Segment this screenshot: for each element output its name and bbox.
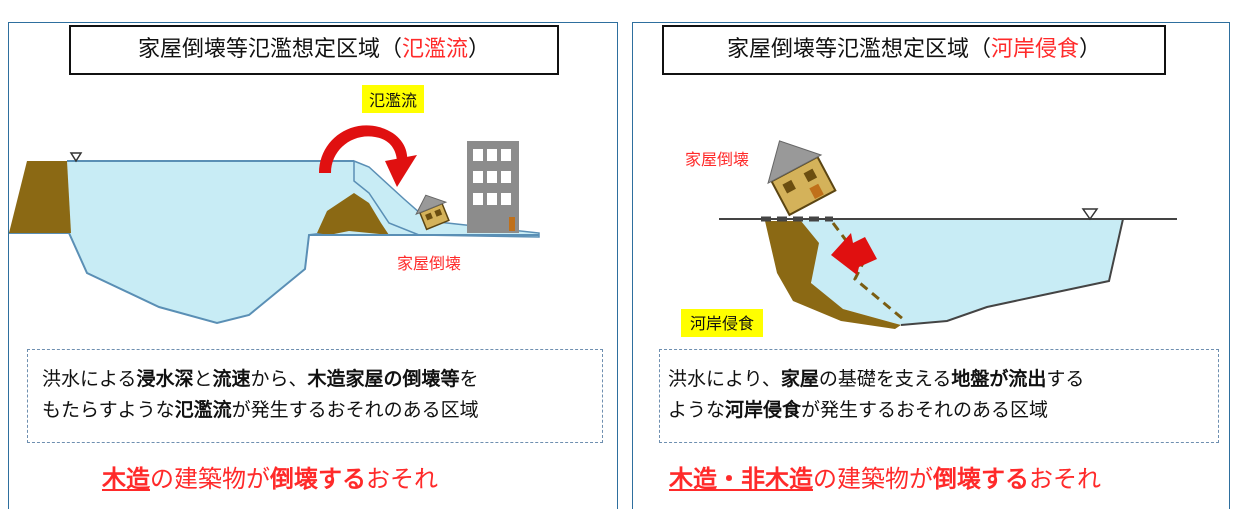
house-icon: [415, 194, 450, 231]
callout-text: する: [1046, 368, 1085, 390]
callout-emphasis: 流速: [212, 368, 251, 390]
callout-text: が発生するおそれのある区域: [231, 399, 479, 421]
label-house-collapse: 家屋倒壊: [397, 254, 461, 273]
flow-arrow-icon: [319, 125, 417, 187]
callout-line-2: ような河岸侵食が発生するおそれのある区域: [668, 395, 1218, 426]
flood-flow-diagram: 氾濫流 家屋倒壊: [9, 85, 540, 325]
callout-line-1: 洪水により、家屋の基礎を支える地盤が流出する: [668, 364, 1218, 395]
callout-emphasis: 家屋: [780, 368, 819, 390]
risk-statement: 木造の建築物が倒壊するおそれ: [102, 459, 438, 494]
callout-text: 洪水による: [42, 368, 137, 390]
callout-text: もたらすような: [42, 399, 175, 421]
label-flood-flow: 氾濫流: [369, 91, 417, 110]
callout-emphasis: 木造家屋の倒壊等: [307, 368, 460, 390]
bank-erosion-diagram: 家屋倒壊 河岸侵食: [681, 140, 1177, 337]
description-callout: 洪水により、家屋の基礎を支える地盤が流出する ような河岸侵食が発生するおそれのあ…: [659, 349, 1219, 443]
eroded-bank: [765, 221, 901, 329]
callout-emphasis: 浸水深: [136, 368, 194, 390]
building-icon: [467, 141, 519, 233]
callout-line-2: もたらすような氾濫流が発生するおそれのある区域: [42, 395, 602, 426]
risk-text: の建築物が: [813, 465, 933, 493]
risk-statement: 木造・非木造の建築物が倒壊するおそれ: [669, 459, 1101, 494]
risk-underlined: 木造・非木造: [669, 465, 813, 493]
callout-text: から、: [250, 368, 308, 390]
breached-levee: [317, 193, 389, 235]
callout-text: の基礎を支える: [818, 368, 952, 390]
title-highlight: 氾濫流: [401, 37, 468, 62]
risk-bold: 倒壊する: [270, 465, 366, 493]
panel-flood-flow: 氾濫流 家屋倒壊 家屋倒壊等氾濫想定区域（氾濫流） 洪水による浸水深と流速から、…: [8, 22, 618, 509]
title-close: ）: [1079, 37, 1102, 62]
risk-bold: 倒壊する: [933, 465, 1029, 493]
risk-text: おそれ: [366, 465, 438, 493]
risk-text: の建築物が: [150, 465, 270, 493]
panel-title: 家屋倒壊等氾濫想定区域（河岸侵食）: [662, 25, 1166, 75]
callout-line-1: 洪水による浸水深と流速から、木造家屋の倒壊等を: [42, 364, 602, 395]
callout-text: を: [459, 368, 479, 390]
risk-underlined: 木造: [102, 465, 150, 493]
title-main: 家屋倒壊等氾濫想定区域（: [726, 37, 991, 62]
label-bank-erosion: 河岸侵食: [690, 314, 754, 333]
callout-text: 洪水により、: [668, 368, 781, 390]
water-level-marker-icon: [69, 152, 83, 163]
push-arrow-icon: [831, 233, 877, 275]
description-callout: 洪水による浸水深と流速から、木造家屋の倒壊等を もたらすような氾濫流が発生するお…: [27, 349, 603, 443]
callout-text: ような: [668, 399, 726, 421]
label-house-collapse: 家屋倒壊: [685, 150, 749, 169]
title-main: 家屋倒壊等氾濫想定区域（: [137, 37, 402, 62]
callout-text: と: [193, 368, 213, 390]
callout-emphasis: 氾濫流: [174, 399, 232, 421]
left-levee: [9, 161, 71, 233]
callout-emphasis: 地盤が流出: [951, 368, 1047, 390]
title-highlight: 河岸侵食: [990, 37, 1079, 62]
callout-text: が発生するおそれのある区域: [801, 399, 1049, 421]
panel-bank-erosion: 家屋倒壊 河岸侵食 家屋倒壊等氾濫想定区域（河岸侵食） 洪水により、家屋の基礎を…: [632, 22, 1230, 509]
water-level-marker-icon: [1081, 208, 1099, 221]
house-icon: [767, 140, 837, 217]
panel-title: 家屋倒壊等氾濫想定区域（氾濫流）: [69, 25, 559, 75]
callout-emphasis: 河岸侵食: [725, 399, 802, 421]
title-close: ）: [468, 37, 491, 62]
risk-text: おそれ: [1029, 465, 1101, 493]
